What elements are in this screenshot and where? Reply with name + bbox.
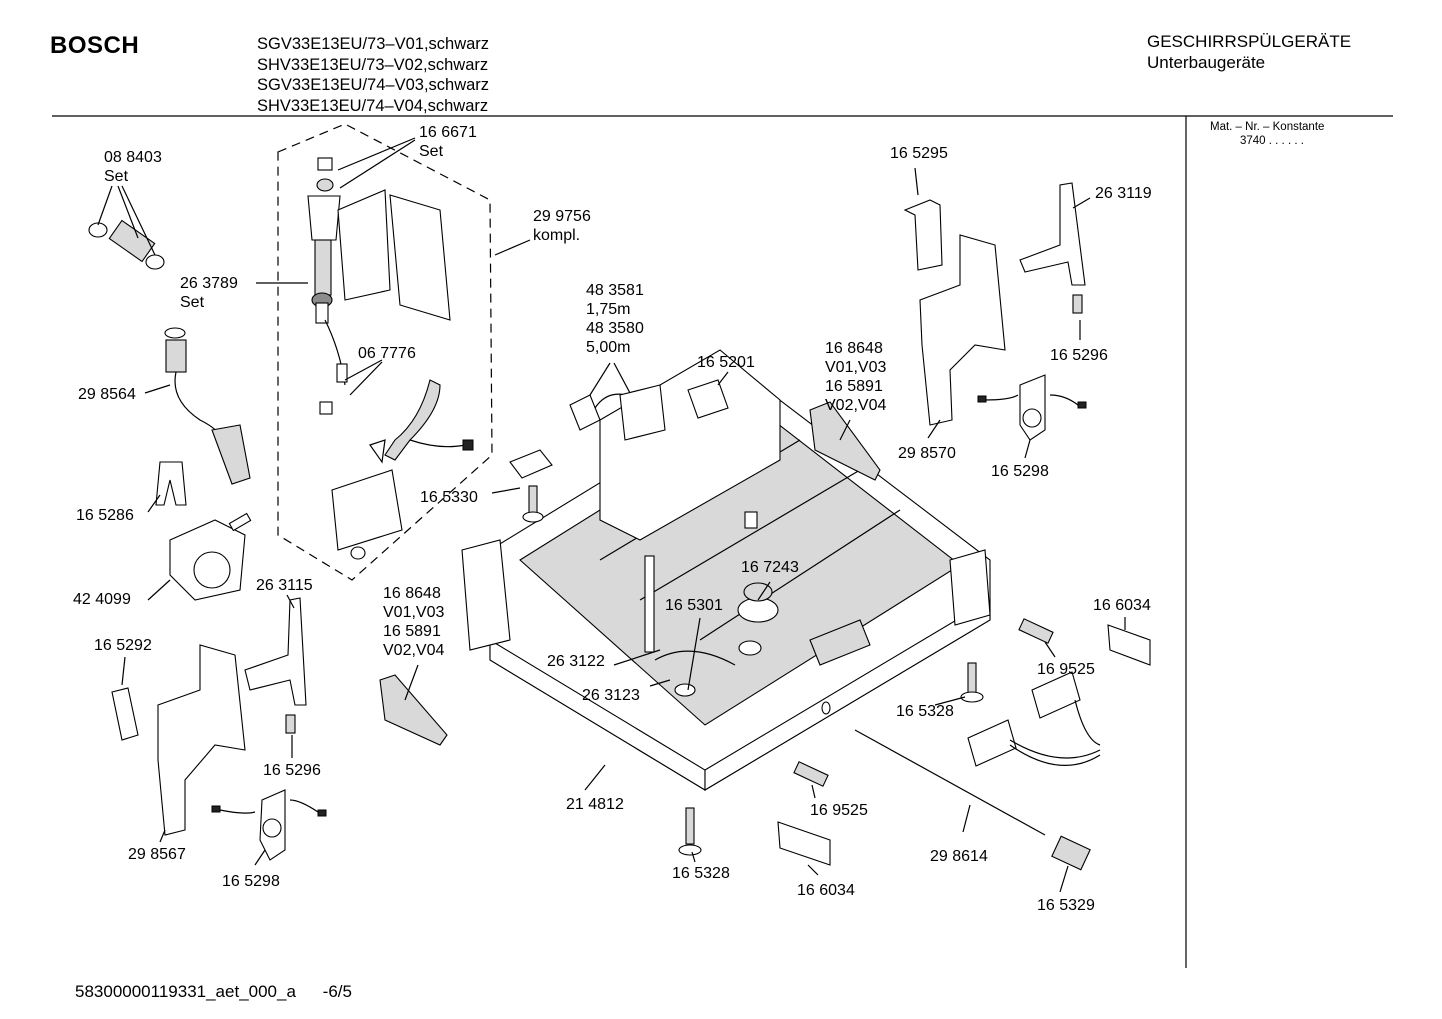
category-title: GESCHIRRSPÜLGERÄTE	[1147, 32, 1352, 51]
part-label-214812: 21 4812	[566, 796, 624, 813]
part-label-169525-upper: 16 9525	[1037, 661, 1095, 678]
leader-lines	[97, 137, 1126, 893]
part-label-166034-upper: 16 6034	[1093, 597, 1151, 614]
part-label-298614: 29 8614	[930, 848, 988, 865]
part-label-169525-lower: 16 9525	[810, 802, 868, 819]
part-label-298567: 29 8567	[128, 846, 186, 863]
part-label-167243: 16 7243	[741, 559, 799, 576]
middle-small-parts	[509, 379, 881, 666]
category-block: GESCHIRRSPÜLGERÄTE Unterbaugeräte	[1147, 31, 1351, 73]
assembly-dashed-outline	[277, 123, 493, 581]
part-label-067776: 06 7776	[358, 345, 416, 362]
part-label-165329: 16 5329	[1037, 897, 1095, 914]
footer: 58300000119331_aet_000_a -6/5	[75, 982, 374, 1002]
part-label-165328-upper: 16 5328	[896, 703, 954, 720]
part-label-424099: 42 4099	[73, 591, 131, 608]
part-label-165286: 16 5286	[76, 507, 134, 524]
material-value: 3740 . . . . . .	[1240, 135, 1304, 147]
part-label-165292: 16 5292	[94, 637, 152, 654]
model-line: SGV33E13EU/73–V01,schwarz	[257, 35, 490, 53]
material-label: Mat. – Nr. – Konstante	[1210, 121, 1325, 133]
part-label-165296-right: 16 5296	[1050, 347, 1108, 364]
part-label-165298-left: 16 5298	[222, 873, 280, 890]
page-number: -6/5	[322, 982, 352, 1001]
part-label-263119: 26 3119	[1095, 185, 1152, 202]
tub-base-part	[461, 349, 991, 791]
model-line: SGV33E13EU/74–V03,schwarz	[257, 76, 490, 94]
part-label-298570: 29 8570	[898, 445, 956, 462]
part-label-165201: 16 5201	[697, 354, 755, 371]
part-label-263123: 26 3123	[582, 687, 640, 704]
right-lower-parts	[678, 618, 1151, 871]
part-label-165301: 16 5301	[665, 597, 723, 614]
part-label-165328-lower: 16 5328	[672, 865, 730, 882]
valve-assembly-part	[307, 157, 474, 560]
part-label-298564: 29 8564	[78, 386, 136, 403]
model-line: SHV33E13EU/73–V02,schwarz	[257, 55, 489, 74]
subcategory-title: Unterbaugeräte	[1147, 53, 1266, 72]
part-label-263115: 26 3115	[256, 577, 313, 594]
material-constant: Mat. – Nr. – Konstante 3740 . . . . . .	[1210, 120, 1324, 148]
document-id: 58300000119331_aet_000_a	[75, 982, 296, 1001]
model-line: SHV33E13EU/74–V04,schwarz	[257, 96, 489, 115]
left-bracket-parts	[111, 597, 448, 861]
model-list: SGV33E13EU/73–V01,schwarz SHV33E13EU/73–…	[257, 34, 489, 116]
brand-logo: BOSCH	[50, 32, 140, 59]
part-label-263122: 26 3122	[547, 653, 605, 670]
part-label-166034-lower: 16 6034	[797, 882, 855, 899]
right-bracket-parts	[903, 182, 1087, 441]
part-label-165296-left: 16 5296	[263, 762, 321, 779]
part-label-165330: 16 5330	[420, 489, 478, 506]
left-small-parts	[88, 219, 252, 601]
part-label-165298-right: 16 5298	[991, 463, 1049, 480]
part-label-165295: 16 5295	[890, 145, 948, 162]
